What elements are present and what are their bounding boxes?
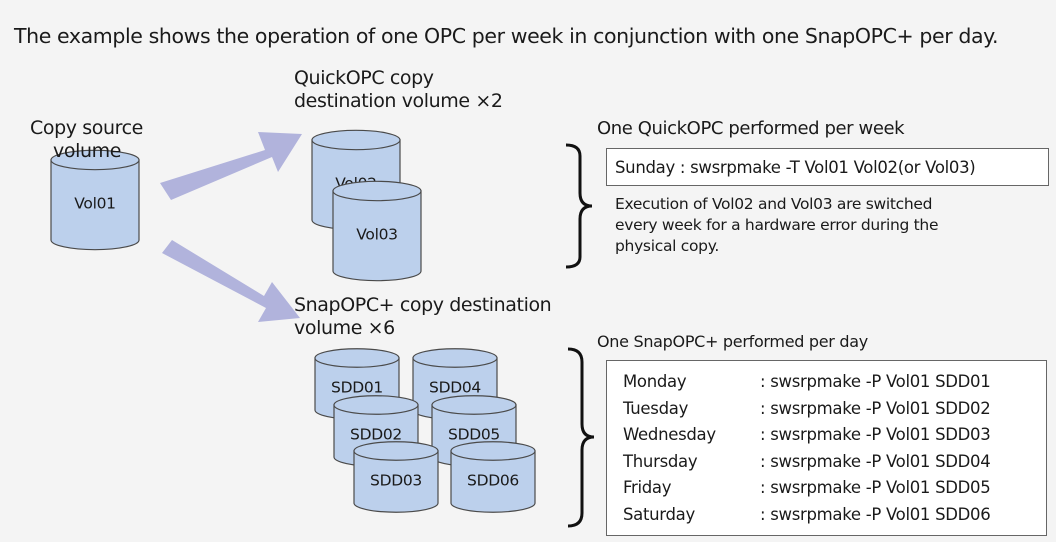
cylinder-top	[333, 395, 419, 415]
snapopc-volume-cylinder: SDD03	[353, 441, 439, 513]
cylinder-top	[314, 348, 400, 368]
cylinder-top	[332, 180, 422, 202]
quickopc-command-box: Sunday : swsrpmake -T Vol01 Vol02(or Vol…	[606, 148, 1049, 186]
volume-label: SDD03	[370, 471, 422, 489]
snapopc-brace	[567, 347, 595, 528]
volume-label: SDD05	[448, 425, 500, 443]
quickopc-note-line3: physical copy.	[615, 237, 720, 255]
volume-label: Vol03	[356, 226, 397, 244]
schedule-day: Friday	[623, 478, 672, 498]
cylinder-body	[353, 450, 439, 513]
schedule-row: Thursday : swsrpmake -P Vol01 SDD04	[623, 449, 1046, 476]
arrow-to-quickopc	[160, 132, 302, 200]
snapopc-schedule-box: Monday : swsrpmake -P Vol01 SDD01 Tuesda…	[606, 360, 1047, 536]
schedule-command: : swsrpmake -P Vol01 SDD02	[760, 398, 991, 418]
cylinder-body	[450, 450, 536, 513]
schedule-row: Friday : swsrpmake -P Vol01 SDD05	[623, 475, 1046, 502]
quickopc-note-line2: every week for a hardware error during t…	[615, 216, 939, 234]
schedule-command: : swsrpmake -P Vol01 SDD01	[760, 372, 991, 391]
cylinder-body	[50, 159, 140, 251]
quickopc-note-line1: Execution of Vol02 and Vol03 are switche…	[615, 195, 933, 213]
schedule-day: Thursday	[623, 451, 698, 471]
schedule-row: Monday : swsrpmake -P Vol01 SDD01	[623, 369, 1046, 396]
schedule-day: Wednesday	[623, 425, 716, 445]
diagram-title: The example shows the operation of one O…	[14, 24, 999, 48]
schedule-command: : swsrpmake -P Vol01 SDD04	[760, 451, 991, 471]
schedule-day: Saturday	[623, 504, 695, 524]
snapopc-dest-label-line2: volume ×6	[294, 317, 395, 339]
cylinder-top	[50, 149, 140, 171]
volume-label: SDD02	[350, 425, 402, 443]
volume-label: Vol01	[74, 195, 115, 213]
snapopc-heading: One SnapOPC+ performed per day	[597, 332, 868, 351]
source-label-line1: Copy source	[30, 117, 143, 139]
cylinder-top	[353, 441, 439, 461]
quickopc-dest-label-line1: QuickOPC copy	[294, 67, 434, 89]
schedule-row: Saturday : swsrpmake -P Vol01 SDD06	[623, 502, 1046, 529]
snapopc-dest-label-line1: SnapOPC+ copy destination	[294, 294, 552, 316]
schedule-row: Wednesday : swsrpmake -P Vol01 SDD03	[623, 422, 1046, 449]
volume-label: SDD01	[331, 378, 383, 396]
quickopc-dest-label-line2: destination volume ×2	[294, 90, 503, 112]
cylinder-top	[311, 129, 401, 151]
schedule-command: : swsrpmake -P Vol01 SDD05	[760, 478, 991, 498]
arrow-to-snapopc	[162, 240, 300, 322]
volume-label: SDD04	[429, 378, 481, 396]
schedule-command: : swsrpmake -P Vol01 SDD03	[760, 425, 991, 445]
snapopc-volume-cylinder: SDD06	[450, 441, 536, 513]
quickopc-volume-cylinder: Vol03	[332, 180, 422, 282]
cylinder-top	[412, 348, 498, 368]
schedule-command: : swsrpmake -P Vol01 SDD06	[760, 504, 991, 524]
schedule-day: Monday	[623, 372, 687, 391]
quickopc-heading: One QuickOPC performed per week	[597, 118, 905, 139]
quickopc-brace	[565, 143, 593, 269]
source-label-line2: volume	[53, 140, 121, 162]
cylinder-top	[431, 395, 517, 415]
schedule-row: Tuesday : swsrpmake -P Vol01 SDD02	[623, 396, 1046, 423]
quickopc-command: Sunday : swsrpmake -T Vol01 Vol02(or Vol…	[615, 158, 976, 177]
source-volume-cylinder: Vol01	[50, 149, 140, 251]
cylinder-top	[450, 441, 536, 461]
cylinder-body	[332, 190, 422, 282]
volume-label: SDD06	[467, 471, 519, 489]
schedule-day: Tuesday	[623, 398, 689, 418]
